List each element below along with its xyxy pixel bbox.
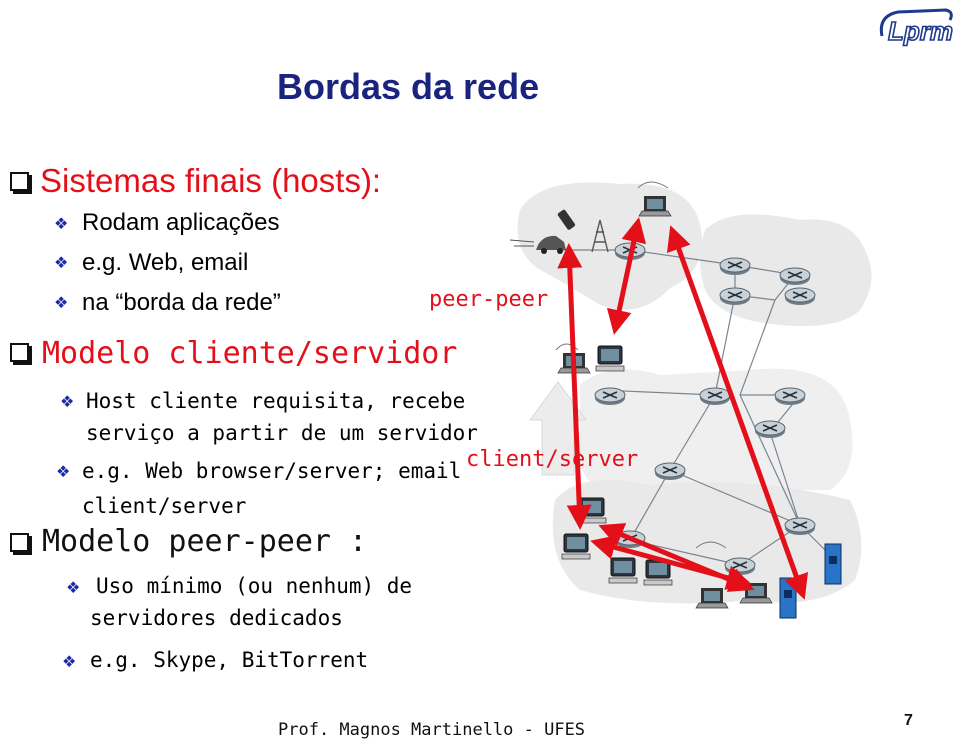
hosts-item-2: e.g. Web, email xyxy=(82,249,249,276)
client-server-label: client/server xyxy=(466,447,639,472)
cellphone-icon xyxy=(557,209,576,230)
network-diagram xyxy=(509,181,872,619)
client-server-heading: Modelo cliente/servidor xyxy=(42,336,458,371)
diamond-bullet-icon: ❖ xyxy=(60,392,75,411)
diamond-bullet-icon: ❖ xyxy=(54,214,69,233)
client-server-item-1-line-2: serviço a partir de um servidor xyxy=(86,421,478,445)
peer-peer-heading: Modelo peer-peer : xyxy=(42,524,368,559)
client-server-item-2-line-1: e.g. Web browser/server; email xyxy=(82,459,462,483)
checkbox-bullet-icon xyxy=(10,343,29,362)
peer-peer-item-1-line-1: Uso mínimo (ou nenhum) de xyxy=(96,574,413,598)
peer-peer-label: peer-peer xyxy=(429,287,549,312)
page-number: 7 xyxy=(904,712,913,729)
hosts-heading: Sistemas finais (hosts): xyxy=(40,162,382,199)
hosts-item-3: na “borda da rede” xyxy=(82,289,281,316)
peer-peer-item-1-line-2: servidores dedicados xyxy=(90,606,343,630)
logo-text: Lprm xyxy=(888,16,953,46)
diamond-bullet-icon: ❖ xyxy=(66,578,81,597)
hosts-item-1: Rodam aplicações xyxy=(82,209,280,236)
footer-author: Prof. Magnos Martinello - UFES xyxy=(278,720,586,740)
client-server-item-2-line-2: client/server xyxy=(82,494,247,518)
diamond-bullet-icon: ❖ xyxy=(62,652,77,671)
diamond-bullet-icon: ❖ xyxy=(56,462,71,481)
page-title: Bordas da rede xyxy=(277,66,540,107)
antenna-tower-icon xyxy=(591,219,609,253)
diamond-bullet-icon: ❖ xyxy=(54,253,69,272)
checkbox-bullet-icon xyxy=(10,172,29,191)
peer-peer-item-2: e.g. Skype, BitTorrent xyxy=(90,648,369,672)
diamond-bullet-icon: ❖ xyxy=(54,293,69,312)
client-server-item-1-line-1: Host cliente requisita, recebe xyxy=(86,389,466,413)
checkbox-bullet-icon xyxy=(10,533,29,552)
lprm-logo: Lprm xyxy=(879,8,954,47)
